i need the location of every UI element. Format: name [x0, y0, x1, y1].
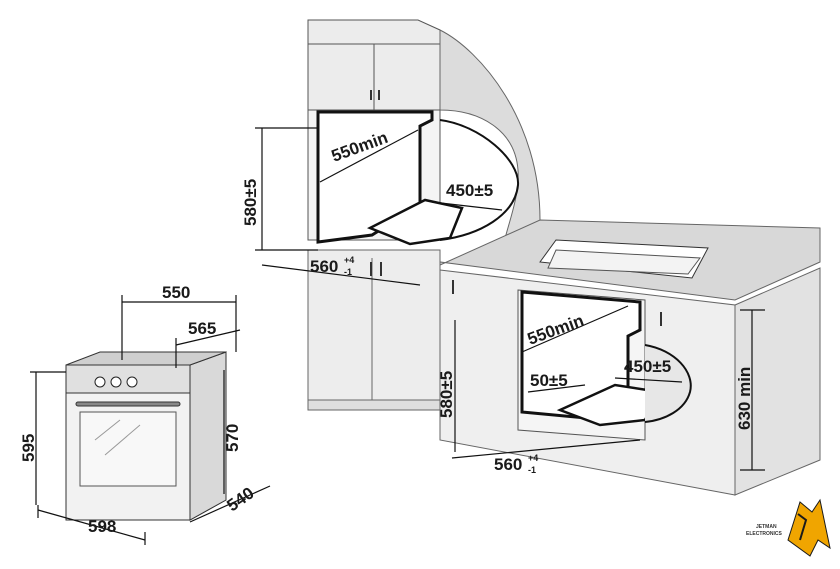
- lower-niche-height-label: 580±5: [437, 371, 456, 418]
- lower-niche-tol-upper: +4: [528, 453, 538, 463]
- lower-niche-tol-lower: -1: [528, 465, 536, 475]
- upper-niche-tol-lower: -1: [344, 267, 352, 277]
- countertop: [439, 219, 821, 301]
- oven-width-label: 598: [88, 517, 116, 536]
- knob-2-icon: [110, 376, 122, 388]
- dimension-lines: [30, 127, 765, 545]
- upper-base-cabinet: [307, 249, 441, 411]
- jetman-logo: JETMAN ELECTRONICS: [746, 498, 831, 557]
- lower-niche-cutout-label: 450±5: [624, 357, 671, 376]
- oven-side-depth-label: 540: [223, 483, 257, 515]
- oven-height-label: 595: [19, 434, 38, 462]
- logo-line2: ELECTRONICS: [746, 531, 783, 537]
- lower-niche-depth-label: 560: [494, 455, 522, 474]
- upper-niche-depth-label: 560: [310, 257, 338, 276]
- knob-3-icon: [126, 376, 138, 388]
- lower-cabinet-height-label: 630 min: [735, 367, 754, 430]
- oven-depth-body-label: 550: [162, 283, 190, 302]
- upper-wall-cabinet: [307, 19, 441, 111]
- lower-niche-offset-label: 50±5: [530, 371, 568, 390]
- upper-niche-tol-upper: +4: [344, 255, 354, 265]
- upper-niche-cutout-label: 450±5: [446, 181, 493, 200]
- oven: [65, 351, 227, 521]
- upper-niche-height-label: 580±5: [241, 179, 260, 226]
- knob-1-icon: [94, 376, 106, 388]
- lower-niche: [517, 289, 692, 441]
- upper-niche: [307, 109, 520, 246]
- oven-handle: [75, 401, 181, 407]
- logo-mark-icon: [787, 498, 831, 557]
- logo-line1: JETMAN: [756, 524, 777, 530]
- oven-window: [79, 411, 177, 487]
- oven-side-height-label: 570: [223, 424, 242, 452]
- oven-depth-total-label: 565: [188, 319, 216, 338]
